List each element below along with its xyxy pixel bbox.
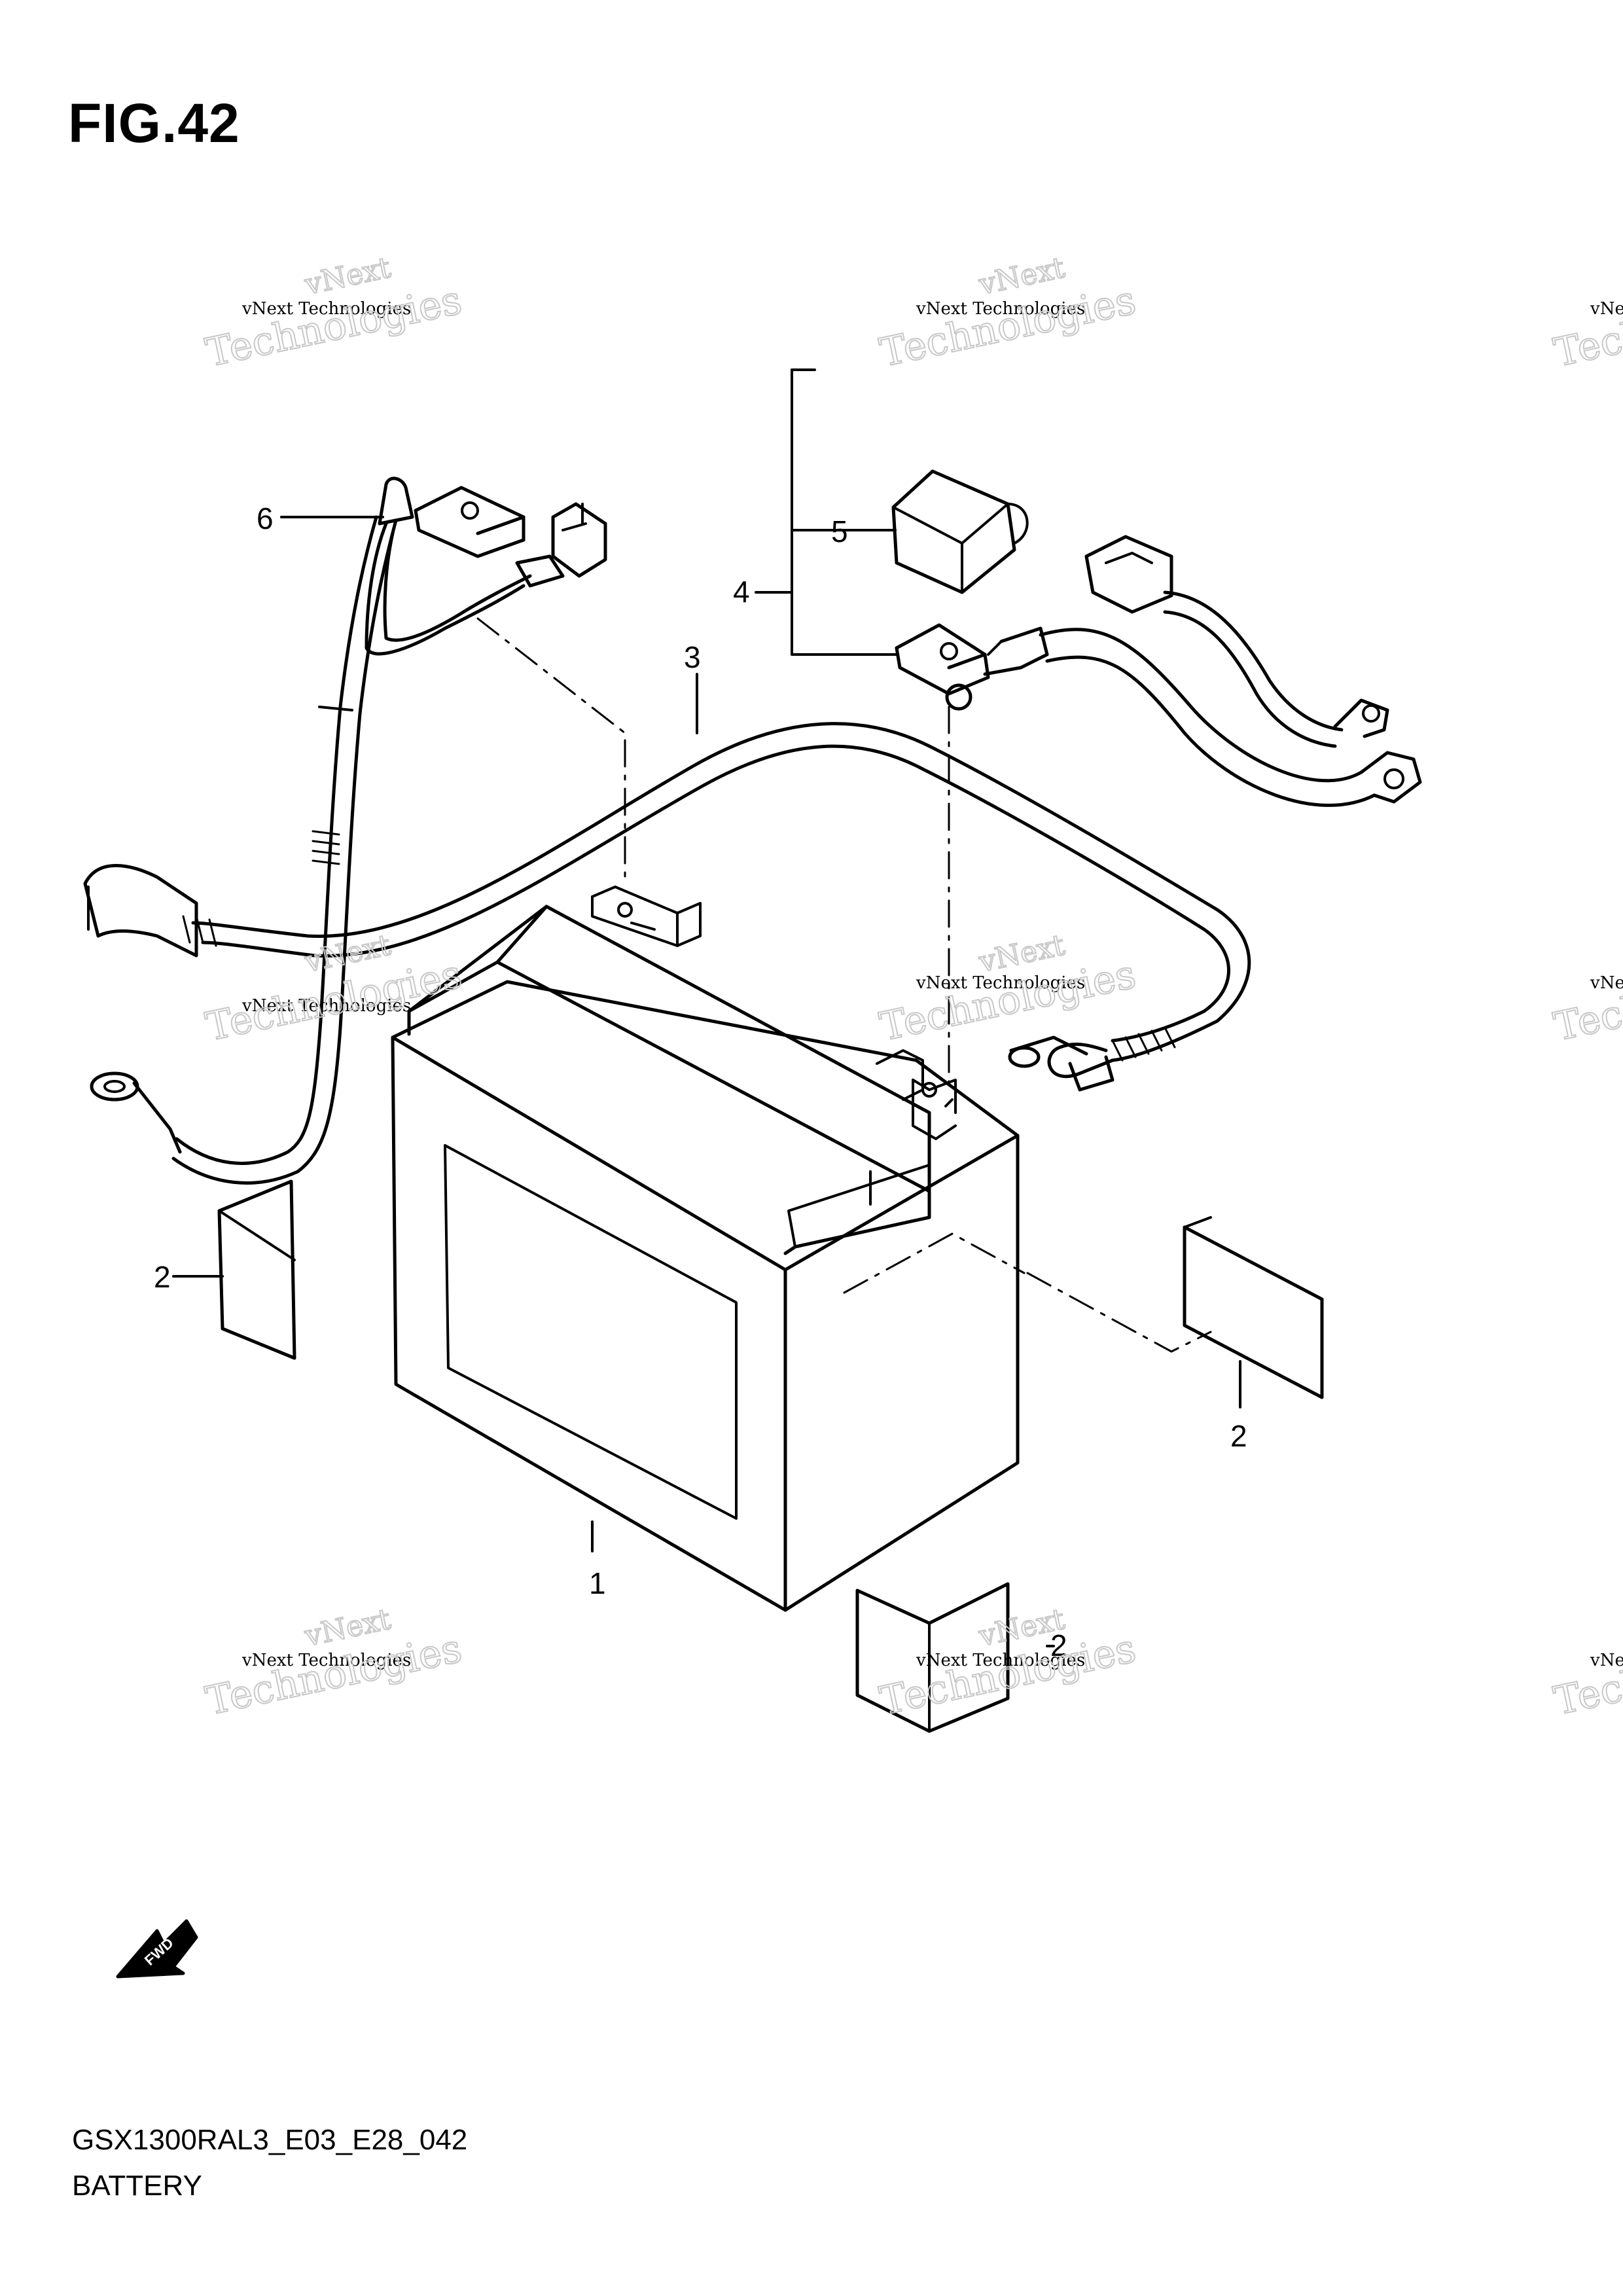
callout-5: 5 — [831, 514, 848, 548]
watermark-text: vNext Technologies — [916, 973, 1085, 993]
figure-title: FIG.42 — [68, 92, 240, 154]
battery-pad-right — [1183, 1216, 1324, 1399]
watermarks: vNext Technologies vNext Technologies vN… — [241, 299, 1623, 1670]
watermark-text: vNext Technologies — [241, 1651, 411, 1670]
watermark-text: vNext Technologies — [916, 1651, 1085, 1670]
battery-body — [391, 886, 1020, 1612]
callout-2-right: 2 — [1230, 1419, 1247, 1453]
callout-6: 6 — [257, 501, 274, 535]
assembly-lines — [476, 617, 1212, 1353]
callout-4: 4 — [733, 575, 750, 609]
callout-2-left: 2 — [154, 1260, 171, 1294]
watermark-text: vNext Technologies — [1590, 1651, 1623, 1670]
watermark-text: vNext Technologies — [1590, 299, 1623, 319]
watermark-text: vNext Technologies — [1590, 973, 1623, 993]
leader-lines — [172, 368, 1241, 1647]
fwd-arrow-icon — [116, 1919, 198, 1979]
watermark-text: vNext Technologies — [916, 299, 1085, 319]
watermark-text: vNext Technologies — [241, 996, 411, 1016]
battery-negative-lead — [90, 476, 607, 1185]
drawing-name: BATTERY — [72, 2170, 202, 2202]
battery-pad-bottom — [855, 1582, 1010, 1733]
starter-relay-lead — [891, 469, 1422, 807]
watermark-text: Technologies — [1550, 278, 1623, 376]
callout-2-bottom: 2 — [1050, 1628, 1067, 1662]
callout-1: 1 — [589, 1566, 606, 1600]
battery-pad-left — [217, 1179, 296, 1360]
watermark-text: Technologies — [1550, 952, 1623, 1050]
drawing-code: GSX1300RAL3_E03_E28_042 — [72, 2124, 468, 2156]
battery-positive-cable — [83, 722, 1251, 1092]
watermark-text: Technologies — [1550, 1626, 1623, 1725]
callout-3: 3 — [684, 640, 701, 674]
watermark-text: vNext Technologies — [241, 299, 411, 319]
